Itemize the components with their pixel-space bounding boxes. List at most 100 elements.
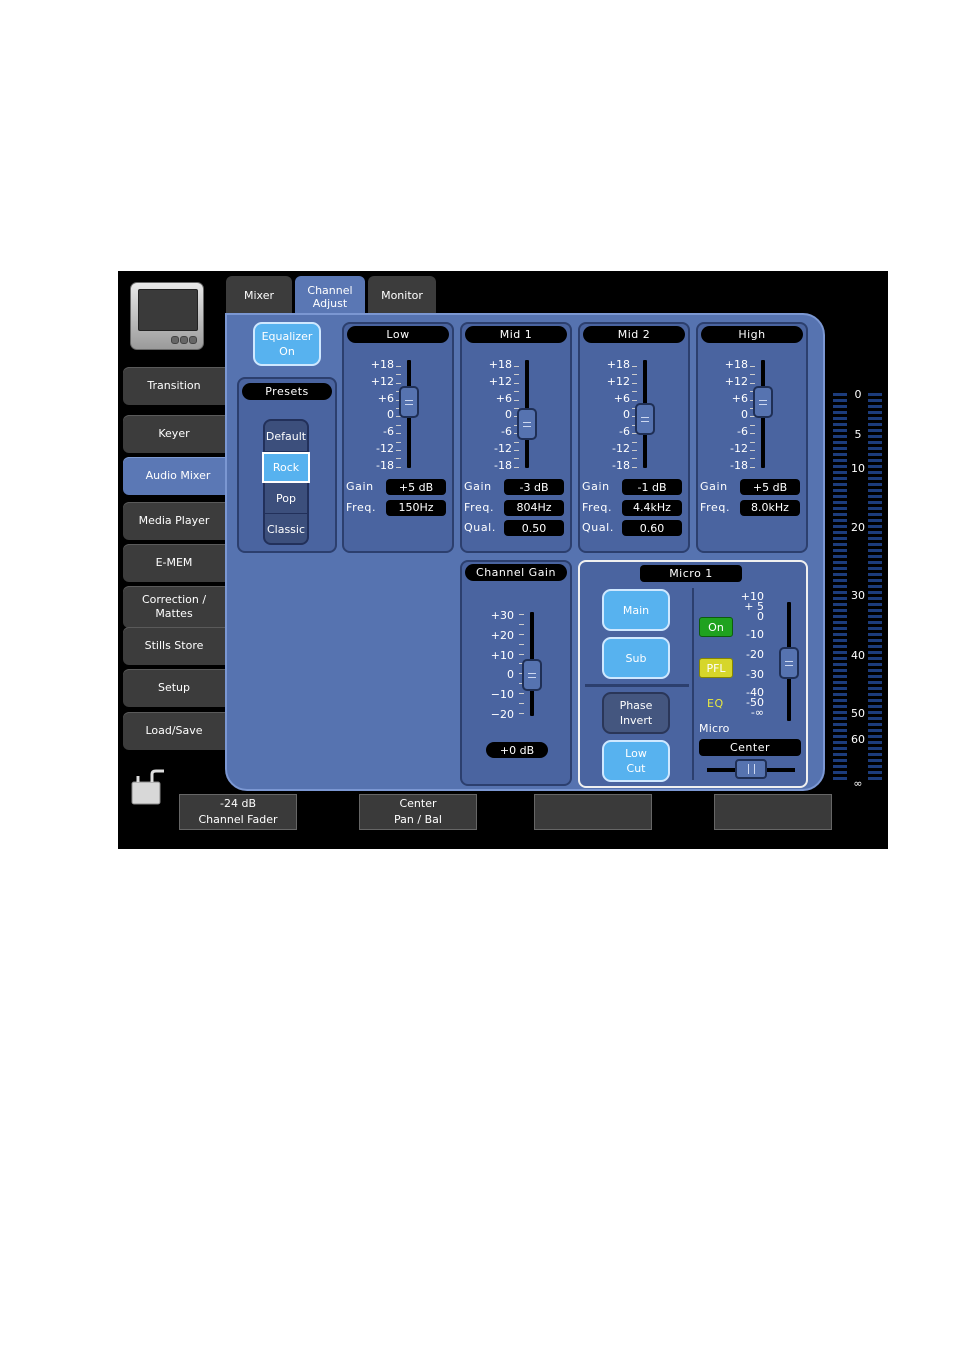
meter-segment: [833, 681, 847, 684]
eq-qual-value[interactable]: 0.50: [504, 520, 564, 536]
meter-segment: [868, 561, 882, 564]
channel-gain-fader[interactable]: [522, 659, 542, 692]
nav-transition[interactable]: Transition: [123, 367, 225, 405]
preset-classic[interactable]: Classic: [266, 523, 306, 536]
empty-field-3[interactable]: [534, 794, 652, 830]
pfl-status[interactable]: PFL: [699, 658, 733, 678]
nav-emem[interactable]: E-MEM: [123, 544, 225, 582]
eq-gain-label: Gain: [346, 480, 374, 493]
audio-connector-icon: [131, 769, 164, 805]
meter-scale-label: 60: [848, 733, 868, 746]
eq-tick: [632, 407, 637, 416]
eq-scale-label: 0: [623, 408, 630, 422]
eq-freq-label: Freq.: [700, 500, 731, 514]
channel-gain-title: Channel Gain: [465, 564, 567, 581]
nav-keyer[interactable]: Keyer: [123, 415, 225, 453]
meter-segment: [833, 525, 847, 528]
nav-media-player[interactable]: Media Player: [123, 502, 225, 540]
meter-segment: [868, 651, 882, 654]
nav-load-save[interactable]: Load/Save: [123, 712, 225, 750]
nav-audio-mixer[interactable]: Audio Mixer: [123, 457, 233, 495]
eq-scale-label: +18: [724, 358, 748, 371]
tab-channel-adjust[interactable]: Channel Adjust: [295, 276, 365, 318]
eq-gain-value[interactable]: -1 dB: [622, 479, 682, 495]
equalizer-toggle[interactable]: Equalizer On: [253, 322, 321, 366]
preset-rock[interactable]: Rock: [262, 452, 310, 483]
eq-gain-value[interactable]: -3 dB: [504, 479, 564, 495]
eq-tick: [514, 399, 519, 408]
eq-qual-label: Qual.: [464, 521, 496, 534]
meter-segment: [868, 393, 882, 396]
eq-fader[interactable]: [753, 386, 773, 419]
pan-bal-field[interactable]: Center Pan / Bal: [359, 794, 477, 830]
nav-stills-store[interactable]: Stills Store: [123, 627, 225, 665]
eq-gain-value[interactable]: +5 dB: [740, 479, 800, 495]
meter-segment: [868, 705, 882, 708]
eq-freq-value[interactable]: 150Hz: [386, 499, 446, 516]
meter-segment: [868, 441, 882, 444]
eq-fader[interactable]: [635, 402, 655, 435]
meter-segment: [868, 447, 882, 450]
meter-segment: [868, 759, 882, 762]
meter-segment: [868, 579, 882, 582]
eq-band-title: Mid 2: [583, 326, 685, 343]
eq-freq-value[interactable]: 8.0kHz: [740, 499, 800, 516]
eq-fader[interactable]: [517, 408, 537, 441]
channel-gain-tick: [519, 703, 524, 713]
meter-scale-label: 0: [848, 388, 868, 401]
eq-fader[interactable]: [399, 386, 419, 419]
meter-scale-label: 5: [848, 428, 868, 441]
eq-gain-value[interactable]: +5 dB: [386, 479, 446, 495]
meter-segment: [868, 459, 882, 462]
nav-correction-mattes[interactable]: Correction / Mattes: [123, 586, 225, 628]
tab-mixer[interactable]: Mixer: [226, 276, 292, 314]
on-status[interactable]: On: [699, 617, 733, 637]
eq-ticks: [632, 366, 637, 475]
meter-segment: [868, 633, 882, 636]
eq-tick: [514, 433, 519, 441]
meter-segment: [833, 753, 847, 756]
phase-invert-button[interactable]: Phase Invert: [602, 692, 670, 734]
meter-scale-label: 30: [848, 589, 868, 602]
main-bus-button[interactable]: Main: [602, 589, 670, 631]
micro-fader-scale-label: 0: [757, 610, 764, 623]
eq-tick: [396, 366, 401, 374]
channel-gain-tick: [519, 623, 524, 634]
tab-monitor[interactable]: Monitor: [368, 276, 436, 314]
meter-segment: [833, 705, 847, 708]
empty-field-4[interactable]: [714, 794, 832, 830]
meter-segment: [868, 627, 882, 630]
meter-segment: [833, 747, 847, 750]
channel-gain-tick: [519, 614, 524, 624]
meter-segment: [833, 669, 847, 672]
monitor-icon[interactable]: [130, 282, 204, 350]
eq-scale-label: -18: [376, 458, 394, 472]
low-cut-button[interactable]: Low Cut: [602, 740, 670, 782]
preset-pop[interactable]: Pop: [263, 483, 309, 514]
micro-fader[interactable]: [779, 647, 799, 679]
eq-freq-value[interactable]: 804Hz: [504, 499, 564, 516]
eq-scale-label: +12: [606, 374, 630, 388]
preset-default[interactable]: Default: [263, 421, 309, 452]
eq-tick: [514, 391, 519, 399]
meter-segment: [868, 699, 882, 702]
nav-setup[interactable]: Setup: [123, 669, 225, 707]
meter-segment: [833, 489, 847, 492]
eq-tick: [750, 374, 755, 382]
channel-fader-field[interactable]: -24 dB Channel Fader: [179, 794, 297, 830]
eq-qual-value[interactable]: 0.60: [622, 520, 682, 536]
sub-bus-button[interactable]: Sub: [602, 637, 670, 679]
meter-segment: [833, 417, 847, 420]
meter-segment: [833, 765, 847, 768]
pan-slider[interactable]: [735, 759, 767, 779]
micro-source-label: Micro: [699, 722, 730, 735]
eq-freq-value[interactable]: 4.4kHz: [622, 499, 682, 516]
eq-tick: [750, 407, 755, 416]
eq-scale-label: -18: [730, 458, 748, 472]
eq-tick: [750, 399, 755, 408]
meter-segment: [833, 435, 847, 438]
eq-scale-label: +12: [724, 374, 748, 388]
meter-segment: [868, 603, 882, 606]
